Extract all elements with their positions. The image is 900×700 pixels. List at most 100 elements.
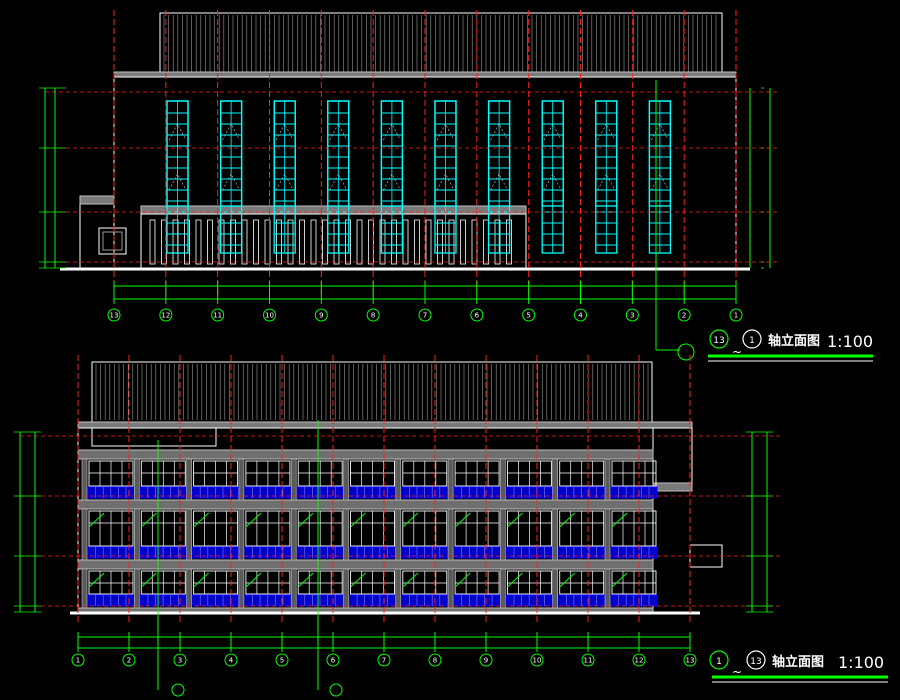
window-stack [648,100,672,254]
facade-bay [186,508,240,561]
title-from-axis: 1 [716,657,722,667]
axis-bubble-8-label: 8 [371,312,375,320]
sunshade-mark [88,512,105,528]
pier [81,458,88,501]
facade-bay [290,508,344,561]
facade-bay [81,568,135,609]
axis-bubble-1 [71,653,85,667]
facade-bay [134,458,187,501]
sunshade-mark [611,512,628,528]
section-symbol-b [329,683,343,697]
pier [604,508,611,561]
axis-bubble-9 [479,653,493,667]
axis-bubble-1-label: 1 [76,657,80,665]
axis-bubble-8 [428,653,442,667]
podium-louver [230,219,236,265]
podium-louver [149,219,156,265]
axis-bubble-8-label: 8 [433,657,437,665]
side-canopy [652,482,693,492]
pier [343,458,349,501]
sunshade-mark [350,572,366,588]
window-stack [487,100,511,254]
facade-bay [134,508,187,561]
pier [500,508,506,561]
podium-louver [322,219,328,265]
axis-bubble-3 [173,653,187,667]
axis-bubble-7-label: 7 [423,312,427,320]
podium-louver [276,219,282,265]
axis-bubble-1 [729,308,743,322]
sunshade-mark [350,512,366,528]
axis-bubble-5 [275,653,289,667]
pier [238,508,245,561]
pier [395,568,402,609]
facade-bay [186,458,240,501]
axis-bubble-5-label: 5 [280,657,284,665]
facade-bay [238,508,292,561]
sunshade-mark [193,512,209,528]
axis-bubble-10-label: 10 [533,657,542,665]
axis-bubble-5 [522,308,536,322]
axis-bubble-12-label: 12 [635,657,644,665]
title-tilde: ~ [732,665,742,679]
podium-louver [345,219,351,265]
pier [552,458,559,501]
podium-louver [483,219,489,265]
pier [447,458,454,501]
facade-bay [552,568,606,609]
section-symbol [677,343,695,361]
axis-bubble-2 [677,308,691,322]
axis-bubble-9 [314,308,328,322]
sunshade-mark [454,572,471,588]
podium-louver [264,219,271,265]
sunshade-mark [454,512,471,528]
axis-bubble-6-label: 6 [475,312,480,320]
title-block-top: 13 ~ 1 轴立面图 1:100 [708,329,873,362]
podium-louver [379,219,386,265]
facade-bay [552,458,606,501]
title-name: 轴立面图 [772,654,824,670]
title-to-axis: 13 [750,657,761,667]
window-stack [219,100,243,254]
axis-bubble-3 [625,308,639,322]
axis-bubble-13-label: 13 [686,657,695,665]
pier [238,568,245,609]
facade-bay [290,458,344,501]
facade-bay [343,568,396,609]
pier [552,508,559,561]
axis-bubble-12 [159,308,173,322]
window-stack [166,100,189,254]
pier [238,458,245,501]
floor-slab [77,449,654,460]
podium-louver [299,219,305,265]
sunshade-mark [559,572,576,588]
sunshade-mark [140,572,157,588]
axis-bubble-title-from [709,329,729,349]
title-to-axis: 1 [749,336,755,346]
axis-bubble-title-from [709,650,729,670]
floor-slab [77,499,654,510]
pier [500,568,506,609]
podium-louver [402,219,409,265]
facade-bay [500,568,553,609]
window-stack [273,100,296,254]
podium-louver [218,219,225,265]
title-block-bottom: 1 ~ 13 轴立面图 1:100 [709,650,888,683]
pier [604,568,611,609]
axis-bubble-6 [470,308,484,322]
axis-bubble-3-label: 3 [630,312,634,320]
axis-bubble-13 [683,653,697,667]
title-from-axis: 13 [713,336,724,346]
axis-bubble-6 [326,653,340,667]
axis-bubble-11-label: 11 [584,657,593,665]
axis-bubble-4 [574,308,587,322]
axis-bubble-10 [263,308,276,322]
facade-bay [552,508,606,561]
side-wing-slab [79,195,115,205]
pier [81,568,88,609]
facade-bay [290,568,344,609]
axis-bubble-7 [418,308,432,322]
